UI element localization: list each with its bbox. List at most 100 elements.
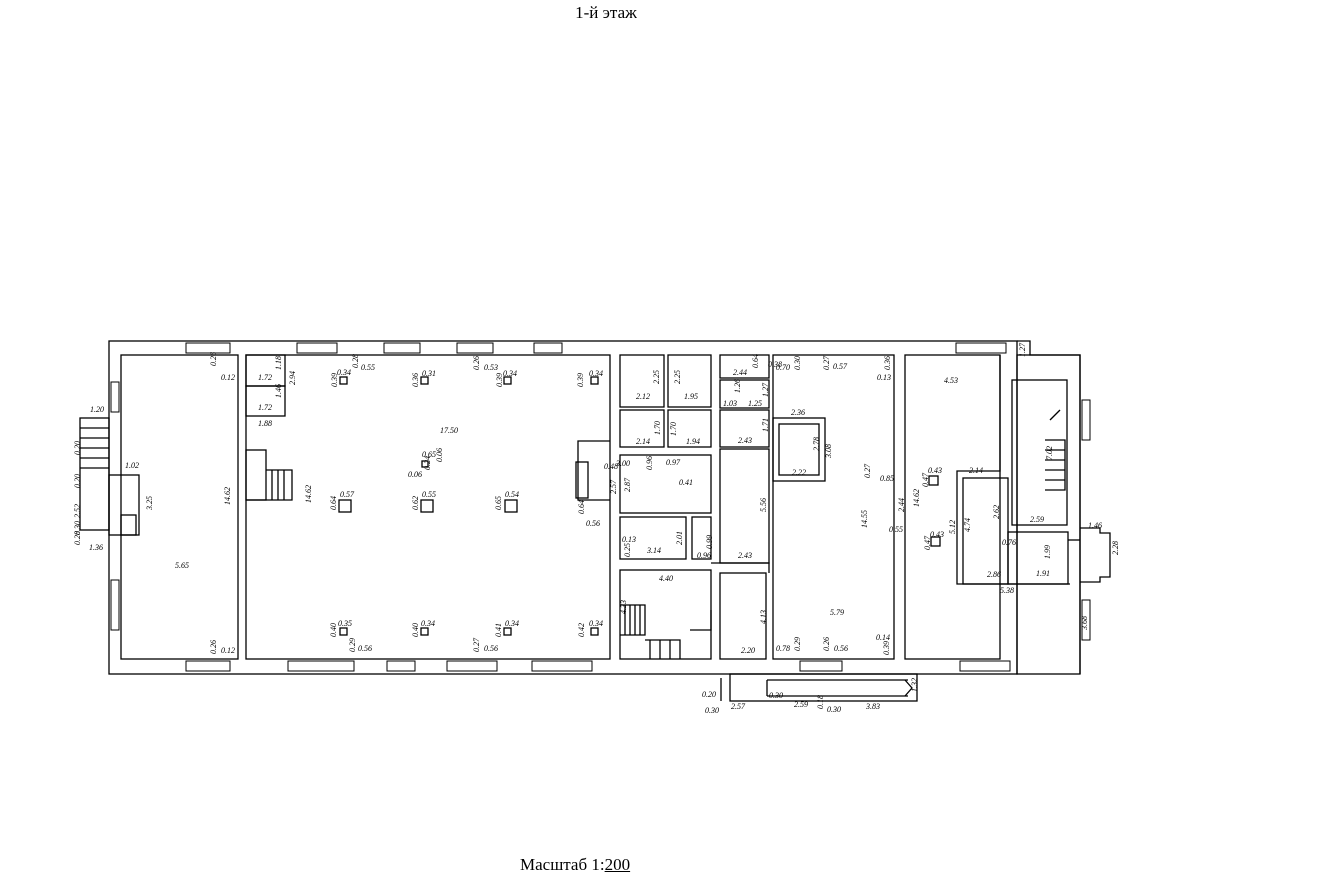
dimension-label: 0.31	[422, 369, 436, 378]
dimension-label: 1.88	[258, 419, 272, 428]
dimension-label: 0.29	[348, 638, 357, 652]
dimension-label: 4.13	[759, 610, 768, 624]
dimension-label: 0.56	[834, 644, 848, 653]
dimension-label: 2.57	[731, 702, 746, 711]
dimension-label: 4.53	[944, 376, 958, 385]
dimension-label: 1.91	[1036, 569, 1050, 578]
room-c5	[719, 572, 767, 660]
room-main-hall	[245, 354, 611, 660]
dimension-label: 0.53	[484, 363, 498, 372]
dimension-label: 0.13	[622, 535, 636, 544]
dimension-label: 2.94	[288, 371, 297, 385]
dimension-label: 0.35	[338, 619, 352, 628]
room-box	[772, 417, 826, 482]
dimension-label: 0.34	[589, 619, 603, 628]
dimension-label: 1.72	[258, 403, 272, 412]
dimension-label: 1.03	[723, 399, 737, 408]
dimension-label: 14.55	[860, 510, 869, 528]
dimension-label: 0.62	[411, 496, 420, 510]
room-c1	[719, 354, 770, 379]
dimension-label: 2.59	[1030, 515, 1044, 524]
dimension-label: 0.85	[880, 474, 894, 483]
dimension-label: 1.99	[1043, 545, 1052, 559]
dimension-label: 4.74	[963, 518, 972, 532]
dimension-label: 2.57	[609, 479, 618, 494]
room-c2	[719, 379, 770, 409]
dimension-label: 0.34	[589, 369, 603, 378]
room-m5	[619, 454, 712, 514]
dimension-label: 0.20	[73, 474, 82, 488]
room-small-b	[245, 385, 286, 417]
right-annex-outline	[1017, 340, 1081, 674]
dimension-label: 0.06	[408, 470, 422, 479]
dimension-label: 2.59	[794, 700, 808, 709]
dimension-label: 0.12	[221, 646, 235, 655]
dimension-label: 0.56	[586, 519, 600, 528]
room-right-hall	[772, 354, 895, 660]
dimension-label: 2.43	[738, 436, 752, 445]
dimension-label: 3.25	[145, 496, 154, 511]
dimension-label: 2.78	[812, 437, 821, 451]
dimension-label: 0.39	[495, 373, 504, 387]
dimension-label: 3.08	[824, 444, 833, 459]
room-m2	[667, 354, 712, 408]
scale-value: 200	[604, 855, 631, 874]
dimension-label: 2.52	[73, 504, 82, 518]
dimension-label: 0.38	[768, 360, 782, 369]
dimension-label: 0.13	[877, 373, 891, 382]
dimension-label: 0.27	[822, 355, 831, 370]
ramp-bottom	[729, 673, 918, 702]
dimension-label: 1.95	[684, 392, 698, 401]
dimension-label: 0.36	[411, 373, 420, 387]
dimension-label: 0.20	[702, 690, 716, 699]
dimension-label: 5.56	[759, 498, 768, 512]
dimension-label: 0.97	[666, 458, 681, 467]
dimension-label: 0.43	[928, 466, 942, 475]
dimension-label: 1.20	[90, 405, 104, 414]
dimension-label: 2.25	[652, 370, 661, 384]
dimension-label: 0.30	[769, 691, 783, 700]
dimension-label: 14.62	[912, 489, 921, 507]
room-m7	[691, 516, 712, 560]
dimension-label: 0.76	[1002, 538, 1016, 547]
dimension-label: 3.14	[646, 546, 661, 555]
dimension-label: 0.30	[827, 705, 841, 714]
dimension-label: 14.62	[223, 487, 232, 505]
dimension-label: 0.36	[883, 356, 892, 370]
dimension-label: 0.26	[209, 352, 218, 366]
dimension-label: 0.24	[423, 456, 432, 470]
dimension-label: 0.27	[863, 463, 872, 478]
dimension-label: 0.41	[494, 623, 503, 637]
dimension-label: 0.55	[422, 490, 436, 499]
dimension-label: 0.39	[882, 641, 891, 655]
dimension-label: 4.33	[619, 600, 628, 614]
dimension-label: 2.12	[636, 392, 650, 401]
dimension-label: 1.71	[761, 418, 770, 432]
dimension-label: 0.40	[329, 623, 338, 637]
dimension-label: 2.36	[791, 408, 805, 417]
dimension-label: 0.28	[73, 531, 82, 545]
dimension-label: 0.25	[623, 543, 632, 557]
dimension-label: 0.06	[435, 448, 444, 462]
scale-prefix: Масштаб 1:	[520, 855, 605, 874]
dimension-label: 0.57	[833, 362, 848, 371]
dimension-label: 1.36	[89, 543, 103, 552]
dimension-label: 0.64	[329, 496, 338, 510]
dimension-label: 1.70	[669, 422, 678, 436]
dimension-label: 2.14	[969, 466, 983, 475]
dimension-label: 17.50	[440, 426, 458, 435]
dimension-label: 2.86	[987, 570, 1001, 579]
dimension-label: 0.26	[472, 356, 481, 370]
dimension-label: 3.00	[615, 459, 630, 468]
dimension-label: 0.14	[876, 633, 890, 642]
dimension-label: 2.44	[897, 498, 906, 512]
stair-steps-main	[246, 469, 293, 501]
dimension-label: 1.46	[1088, 521, 1102, 530]
dimension-label: 0.55	[361, 363, 375, 372]
dimension-label: 2.14	[636, 437, 650, 446]
room-far-right	[904, 354, 1001, 660]
dimension-label: 5.65	[175, 561, 189, 570]
room-m8	[619, 569, 712, 660]
dimension-label: 1.32	[910, 678, 919, 692]
dimension-label: 1.72	[258, 373, 272, 382]
